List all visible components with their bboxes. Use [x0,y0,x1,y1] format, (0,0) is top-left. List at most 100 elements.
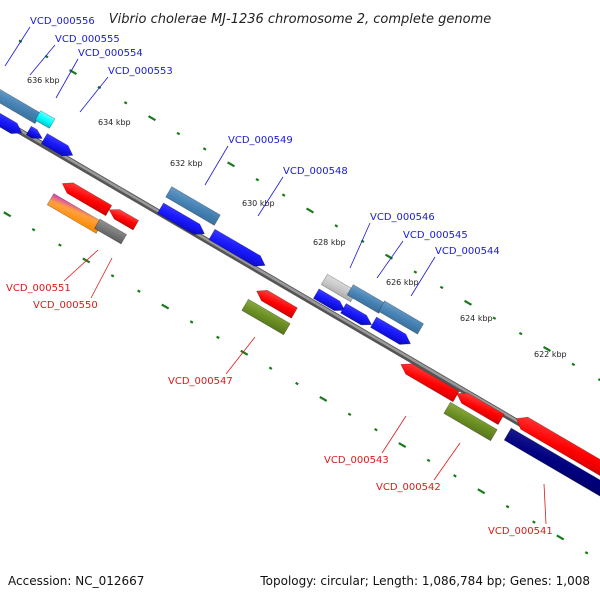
gene-layer [0,88,600,497]
label-layer: VCD_000556VCD_000555VCD_000554VCD_000553… [4,16,553,537]
scale-tick [305,207,315,214]
gene-label-vcd-000555: VCD_000555 [55,34,120,45]
scale-tick [532,520,536,524]
gene-block [256,289,298,319]
scale-tick [31,227,36,232]
gene-label-vcd-000544: VCD_000544 [435,246,500,257]
gene-label-vcd-000549: VCD_000549 [228,135,293,146]
leader-line [543,483,547,525]
leader-line [381,415,407,454]
scale-tick [18,39,23,43]
leader-line [433,442,461,481]
scale-tick [240,349,249,356]
gene-block [456,392,505,426]
gene-block [165,186,221,226]
scale-tick [58,243,62,247]
leader-line [410,256,436,297]
scale-tick [571,362,576,367]
gene-label-vcd-000545: VCD_000545 [403,230,468,241]
scale-tick [374,427,378,432]
leader-line [55,58,79,99]
scale-tick [216,335,220,340]
scale-tick [137,289,141,293]
leader-line [204,145,229,186]
gene-block [208,228,266,267]
gene-block [370,316,411,345]
accession-text: Accession: NC_012667 [8,574,145,588]
gene-block [61,182,113,217]
gene-label-vcd-000547: VCD_000547 [168,376,233,387]
scale-tick [584,551,589,555]
gene-label-vcd-000553: VCD_000553 [108,66,173,77]
gene-label-vcd-000548: VCD_000548 [283,166,348,177]
topology-text: Topology: circular; Length: 1,086,784 bp… [260,574,590,588]
gene-label-vcd-000546: VCD_000546 [370,212,435,223]
scale-tick [110,274,115,278]
scale-label: 622 kbp [534,350,567,359]
gene-block [340,303,373,326]
leader-line [90,257,113,299]
gene-block [378,300,424,335]
gene-block [157,202,205,235]
map-title: Vibrio cholerae MJ-1236 chromosome 2, co… [109,12,491,27]
scale-tick [202,147,207,151]
gene-block [346,284,386,314]
gene-block [108,209,140,231]
scale-tick [295,381,299,386]
scale-label: 626 kbp [386,278,419,287]
gene-block [515,416,600,476]
scale-tick [556,534,565,541]
scale-tick [161,303,170,310]
scale-tick [542,346,552,352]
gene-block [40,133,74,157]
gene-block [46,193,104,234]
gene-label-vcd-000556: VCD_000556 [30,16,95,27]
gene-label-vcd-000551: VCD_000551 [6,283,71,294]
gene-label-vcd-000541: VCD_000541 [488,526,553,537]
gene-block [34,110,56,129]
gene-block [93,218,128,245]
scale-tick [3,211,12,218]
leader-line [29,44,56,76]
scale-tick [226,161,236,168]
gene-block [0,88,42,125]
gene-block [312,288,346,311]
leader-line [79,76,109,113]
scale-tick [477,488,486,495]
gene-block [503,427,600,497]
leader-line [4,26,31,67]
scale-label: 624 kbp [460,314,493,323]
gene-block [400,363,460,403]
gene-block [443,401,498,442]
scale-label: 634 kbp [98,118,131,127]
gene-block [25,125,43,139]
scale-tick [518,331,523,336]
leader-line [376,240,404,279]
gene-label-vcd-000542: VCD_000542 [376,482,441,493]
scale-tick [255,178,260,182]
scale-tick [123,101,128,105]
scale-tick [398,442,407,449]
leader-line [349,222,371,269]
gene-label-vcd-000543: VCD_000543 [324,455,389,466]
scale-tick [176,131,181,136]
scale-tick [347,412,352,417]
scale-label: 632 kbp [170,159,203,168]
gene-label-vcd-000554: VCD_000554 [78,48,143,59]
scale-tick [453,474,457,478]
scale-tick [413,270,418,274]
gene-block [241,298,291,336]
scale-label: 628 kbp [313,238,346,247]
scale-tick [505,504,510,509]
scale-label: 636 kbp [27,76,60,85]
scale-tick [334,224,339,228]
scale-tick [492,316,497,320]
gene-label-vcd-000550: VCD_000550 [33,300,98,311]
scale-tick [463,299,473,306]
scale-tick [426,458,431,463]
scale-tick [189,320,194,324]
scale-tick [439,285,444,290]
scale-tick [281,193,286,197]
